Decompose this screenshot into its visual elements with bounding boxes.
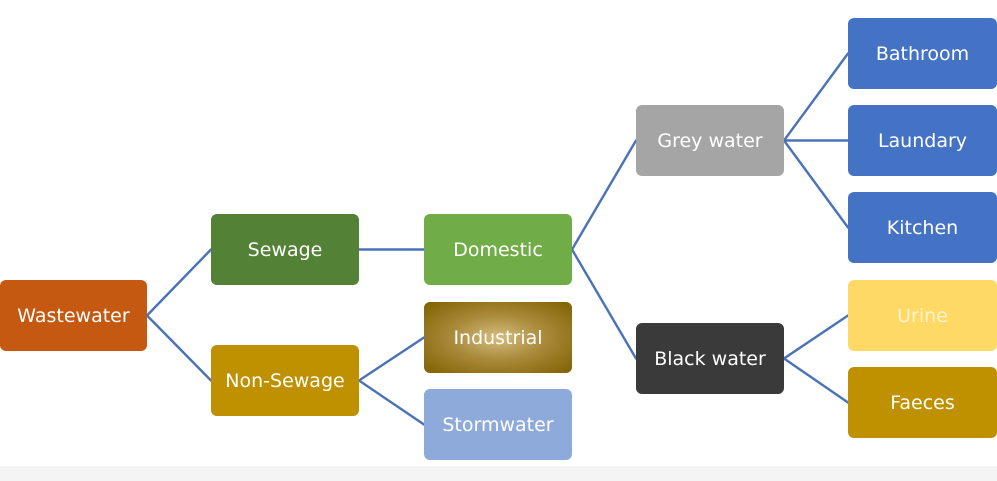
node-laundary: Laundary <box>848 105 997 176</box>
bottom-strip <box>0 466 997 481</box>
connector-black-water-to-urine <box>782 314 850 360</box>
node-bathroom: Bathroom <box>848 18 997 89</box>
connector-wastewater-to-sewage <box>145 248 213 317</box>
node-wastewater: Wastewater <box>0 280 147 351</box>
node-urine: Urine <box>848 280 997 351</box>
connector-grey-water-to-bathroom <box>782 52 850 142</box>
connector-non-sewage-to-industrial <box>357 336 426 382</box>
connector-grey-water-to-kitchen <box>782 139 850 229</box>
node-faeces: Faeces <box>848 367 997 438</box>
node-stormwater: Stormwater <box>424 389 572 460</box>
node-domestic: Domestic <box>424 214 572 285</box>
node-grey-water: Grey water <box>636 105 784 176</box>
node-kitchen: Kitchen <box>848 192 997 263</box>
node-sewage: Sewage <box>211 214 359 285</box>
node-non-sewage: Non-Sewage <box>211 345 359 416</box>
node-industrial: Industrial <box>424 302 572 373</box>
connector-black-water-to-faeces <box>782 357 850 404</box>
connector-wastewater-to-non-sewage <box>145 314 213 382</box>
connector-domestic-to-grey-water <box>570 139 638 251</box>
node-black-water: Black water <box>636 323 784 394</box>
connector-non-sewage-to-stormwater <box>357 379 426 426</box>
connector-domestic-to-black-water <box>570 248 638 360</box>
